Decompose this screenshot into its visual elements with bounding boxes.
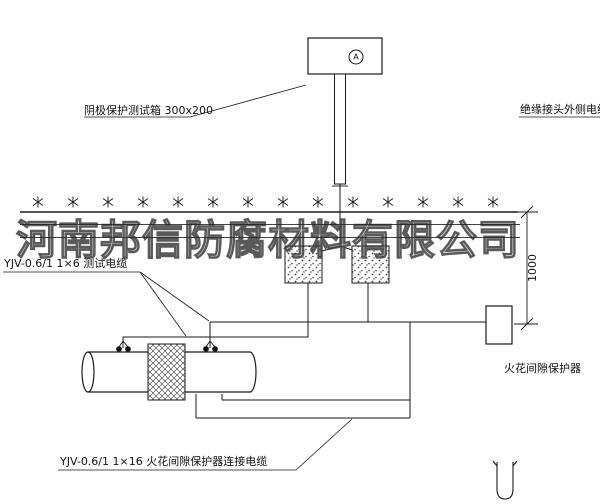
pipe-terminals xyxy=(116,337,218,352)
watermark-strike-line xyxy=(20,237,520,238)
buried-cables xyxy=(122,245,486,419)
leader-test-cable xyxy=(3,271,210,337)
pipe-terminal-dot xyxy=(125,346,131,352)
label-test-box: 阴极保护测试箱 300x200 xyxy=(84,104,213,117)
ammeter-letter: A xyxy=(353,53,359,62)
anode-block-right xyxy=(352,246,389,283)
cathodic-test-box: A xyxy=(307,37,383,75)
dimension-text: 1000 xyxy=(526,254,539,282)
pipe-terminal-dot xyxy=(116,346,122,352)
insulating-joint xyxy=(147,343,186,401)
anode-block-left xyxy=(285,246,322,283)
leader-test-box xyxy=(84,84,307,118)
protection-blocks xyxy=(284,245,390,284)
annotation-leaders xyxy=(3,84,600,471)
company-watermark: 河南邦信防腐材料有限公司 xyxy=(15,215,520,264)
label-connect-cable: YJV-0.6/1 1×16 火花间隙保护器连接电缆 xyxy=(60,455,268,468)
pipe-left-end xyxy=(81,351,95,393)
watermark-strike-line xyxy=(20,224,520,225)
spark-gap-connect-loop xyxy=(195,322,411,419)
pipe-terminal-dot xyxy=(212,346,218,352)
pipe-terminal-dot xyxy=(203,346,209,352)
label-test-cable: YJV-0.6/1 1×6 测试电缆 xyxy=(4,257,128,270)
leader-connect-cable xyxy=(58,418,353,471)
label-spark-gap: 火花间隙保护器 xyxy=(504,362,581,375)
ground-electrode-symbol xyxy=(492,460,518,500)
spark-gap-protector-box xyxy=(485,305,513,345)
dimension-line xyxy=(514,205,538,331)
label-outer-cable: 绝缘接头外侧电缆 xyxy=(520,103,600,116)
pipe-right-end xyxy=(249,351,257,393)
ammeter-symbol xyxy=(348,49,364,65)
test-box-post xyxy=(332,73,348,246)
